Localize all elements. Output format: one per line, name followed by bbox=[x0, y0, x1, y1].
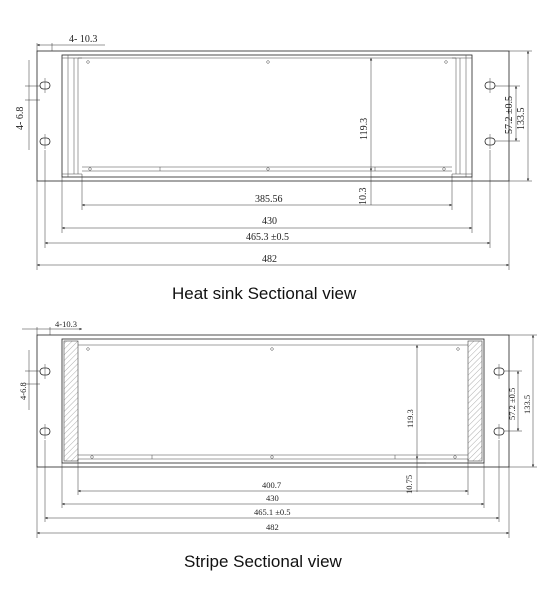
stripe-right-wall bbox=[467, 340, 483, 462]
hs-dim-inner-width: 385.56 bbox=[255, 194, 283, 205]
st-dim-base: 10.75 bbox=[404, 475, 414, 494]
hs-dim-total-height: 133.5 bbox=[516, 108, 527, 131]
st-dim-mount-height: 57.2 ±0.5 bbox=[507, 388, 517, 420]
hs-dim-width-465: 465.3 ±0.5 bbox=[246, 232, 289, 243]
st-dim-width-430: 430 bbox=[266, 493, 279, 503]
hs-dim-mount-height: 57.2 ±0.5 bbox=[504, 96, 515, 134]
stripe-mount-holes bbox=[39, 364, 505, 439]
st-dim-hole-size: 4-10.3 bbox=[55, 319, 77, 329]
hs-dim-hole-dia: 4- 6.8 bbox=[15, 107, 26, 130]
hs-dim-hole-size: 4- 10.3 bbox=[69, 34, 97, 45]
heat-sink-view: 4- 10.3 4- 6.8 119.3 10.3 57.2 ±0.5 133.… bbox=[15, 34, 532, 303]
st-dim-total-height: 133.5 bbox=[522, 395, 532, 414]
hs-dim-width-430: 430 bbox=[262, 216, 277, 227]
hs-dim-base: 10.3 bbox=[358, 188, 369, 206]
st-dim-inner-width: 400.7 bbox=[262, 480, 281, 490]
st-dim-width-total: 482 bbox=[266, 522, 279, 532]
hs-dim-width-total: 482 bbox=[262, 254, 277, 265]
stripe-chassis bbox=[61, 338, 485, 464]
heat-sink-caption: Heat sink Sectional view bbox=[172, 284, 357, 303]
stripe-view: 4-10.3 4-6.8 119.3 10.75 57.2 ±0.5 133.5… bbox=[18, 319, 537, 571]
st-dim-width-465: 465.1 ±0.5 bbox=[254, 507, 291, 517]
stripe-caption: Stripe Sectional view bbox=[184, 552, 343, 571]
hs-dim-inner-height: 119.3 bbox=[359, 118, 370, 140]
stripe-left-wall bbox=[63, 340, 79, 462]
st-dim-hole-dia: 4-6.8 bbox=[18, 382, 28, 400]
stripe-front-panel bbox=[36, 334, 510, 468]
heat-sink-mount-holes bbox=[39, 78, 496, 149]
heat-sink-front-panel bbox=[36, 50, 510, 182]
st-dim-inner-height: 119.3 bbox=[405, 409, 415, 428]
heat-sink-chassis bbox=[61, 54, 473, 178]
